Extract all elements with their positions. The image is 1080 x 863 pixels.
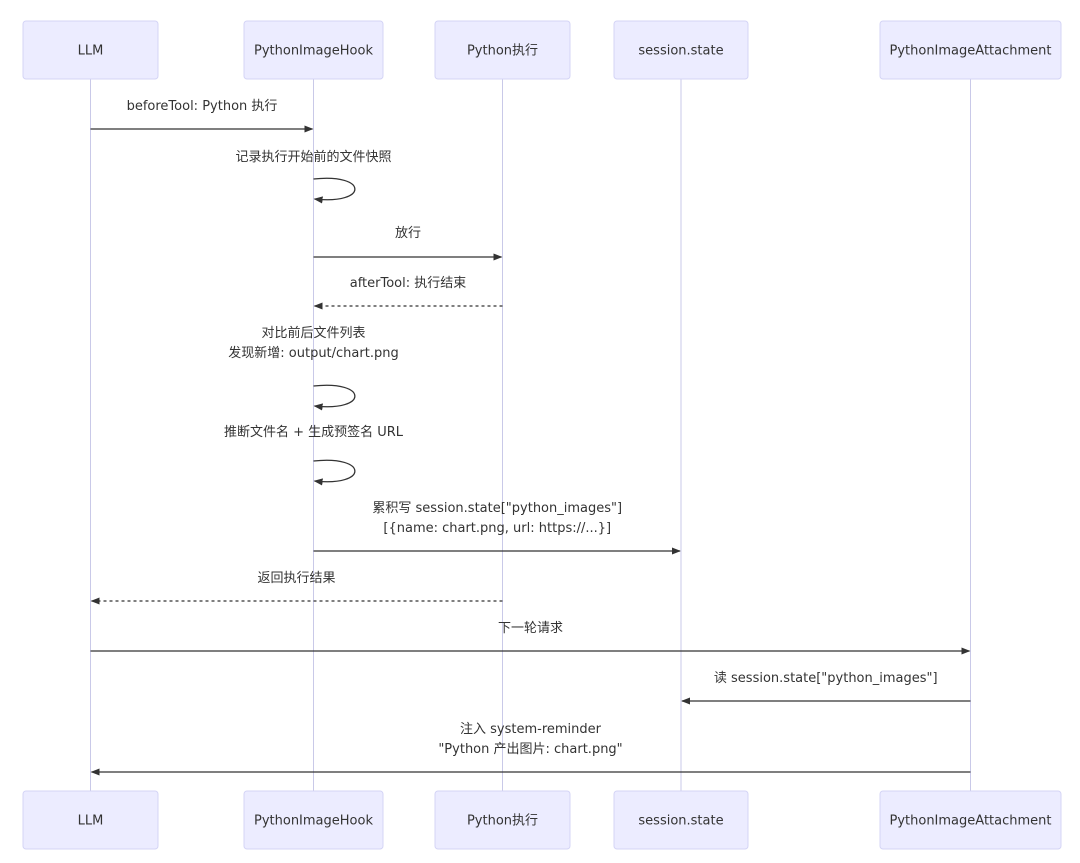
message-label: 累积写 session.state["python_images"] — [372, 501, 622, 516]
participant-label: Python执行 — [467, 814, 538, 829]
message-8: 返回执行结果 — [90, 571, 503, 605]
participant-label: LLM — [78, 44, 104, 59]
participant-hook-bottom: PythonImageHook — [243, 790, 384, 850]
participant-box — [22, 20, 159, 80]
message-11: 注入 system-reminder "Python 产出图片: chart.pn… — [90, 722, 971, 776]
self-loop-arrow — [313, 177, 356, 204]
message-6: 推断文件名 + 生成预签名 URL — [224, 424, 404, 486]
participant-exec-top: Python执行 — [434, 20, 571, 80]
participant-box — [434, 790, 571, 850]
participant-label: PythonImageAttachment — [890, 44, 1052, 59]
message-label: "Python 产出图片: chart.png" — [438, 742, 622, 757]
message-2: 记录执行开始前的文件快照 — [235, 149, 392, 204]
self-loop-arrow — [313, 384, 356, 411]
participant-label: LLM — [78, 814, 104, 829]
message-label: 发现新增: output/chart.png — [228, 345, 398, 361]
participant-state-top: session.state — [613, 20, 749, 80]
message-label: [{name: chart.png, url: https://...}] — [383, 521, 611, 536]
participant-attach-top: PythonImageAttachment — [879, 20, 1062, 80]
message-9: 下一轮请求 — [90, 621, 971, 655]
participant-label: PythonImageHook — [254, 44, 373, 59]
message-label: 返回执行结果 — [257, 571, 335, 586]
participant-label: Python执行 — [467, 44, 538, 59]
participant-hook-top: PythonImageHook — [243, 20, 384, 80]
message-1: beforeTool: Python 执行 — [90, 99, 314, 133]
participant-llm-bottom: LLM — [22, 790, 159, 850]
message-label: beforeTool: Python 执行 — [127, 99, 278, 114]
message-label: 记录执行开始前的文件快照 — [235, 149, 391, 165]
participant-box — [613, 20, 749, 80]
participant-box — [879, 790, 1062, 850]
participant-exec-bottom: Python执行 — [434, 790, 571, 850]
participant-label: PythonImageAttachment — [890, 814, 1052, 829]
participant-box — [243, 790, 384, 850]
message-label: 下一轮请求 — [498, 621, 563, 636]
participant-box — [22, 790, 159, 850]
message-label: 读 session.state["python_images"] — [714, 671, 938, 686]
message-label: 放行 — [395, 226, 421, 241]
message-10: 读 session.state["python_images"] — [681, 671, 971, 705]
participant-box — [879, 20, 1062, 80]
participant-attach-bottom: PythonImageAttachment — [879, 790, 1062, 850]
participant-label: PythonImageHook — [254, 814, 373, 829]
message-label: 推断文件名 + 生成预签名 URL — [224, 424, 404, 440]
message-label: 注入 system-reminder — [460, 722, 602, 737]
self-loop-arrow — [313, 459, 356, 486]
participant-box — [434, 20, 571, 80]
message-label: 对比前后文件列表 — [261, 325, 365, 341]
participant-box — [613, 790, 749, 850]
participant-state-bottom: session.state — [613, 790, 749, 850]
participant-llm-top: LLM — [22, 20, 159, 80]
message-label: afterTool: 执行结束 — [350, 276, 467, 291]
participant-label: session.state — [638, 44, 723, 59]
participant-box — [243, 20, 384, 80]
message-7: 累积写 session.state["python_images"] [{name… — [313, 501, 681, 555]
participant-label: session.state — [638, 814, 723, 829]
message-4: afterTool: 执行结束 — [313, 276, 503, 310]
message-3: 放行 — [313, 226, 503, 261]
